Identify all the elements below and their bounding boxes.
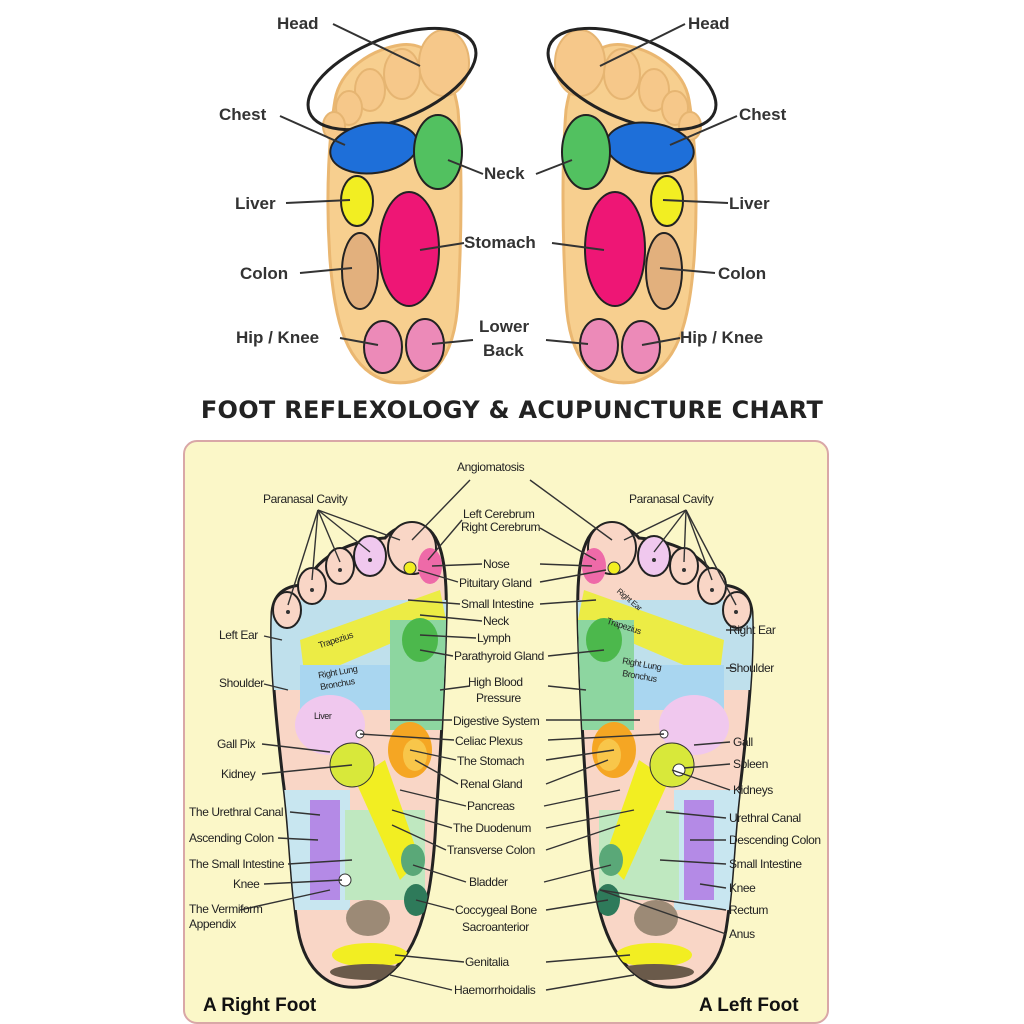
label-coccygeal-2: Sacroanterior bbox=[462, 920, 529, 934]
label-head-right: Head bbox=[688, 14, 730, 33]
label-paranasal-left: Paranasal Cavity bbox=[629, 492, 714, 506]
label-liver-left: Liver bbox=[235, 194, 276, 213]
label-rectum: Rectum bbox=[729, 903, 768, 917]
label-renal: Renal Gland bbox=[460, 777, 523, 791]
label-nose: Nose bbox=[483, 557, 510, 571]
label-duodenum: The Duodenum bbox=[453, 821, 531, 835]
label-anus: Anus bbox=[729, 927, 755, 941]
label-neck: Neck bbox=[484, 164, 525, 183]
label-vermiform-2: Appendix bbox=[189, 917, 236, 931]
label-angiomatosis: Angiomatosis bbox=[457, 460, 525, 474]
top-right-foot bbox=[546, 26, 718, 385]
label-head-left: Head bbox=[277, 14, 319, 33]
bottom-left-foot bbox=[576, 521, 754, 989]
label-descending-colon: Descending Colon bbox=[729, 833, 821, 847]
head-zone bbox=[306, 26, 478, 132]
label-chest-right: Chest bbox=[739, 105, 787, 124]
label-left-ear: Left Ear bbox=[219, 628, 258, 642]
label-colon-left: Colon bbox=[240, 264, 289, 283]
label-knee-right-foot: Knee bbox=[233, 877, 260, 891]
colon-zone bbox=[341, 232, 379, 310]
bottom-right-foot bbox=[270, 521, 448, 989]
label-small-intestine-top: Small Intestine bbox=[461, 597, 534, 611]
label-stomach-bottom: The Stomach bbox=[457, 754, 524, 768]
label-vermiform-1: The Vermiform bbox=[189, 902, 263, 916]
label-lymph: Lymph bbox=[477, 631, 511, 645]
label-paranasal-right: Paranasal Cavity bbox=[263, 492, 348, 506]
label-kidneys: Kidneys bbox=[733, 783, 773, 797]
hip-knee-zone bbox=[363, 320, 403, 374]
label-spleen: Spleen bbox=[733, 757, 768, 771]
label-small-intestine-right-foot: The Small Intestine bbox=[189, 857, 285, 871]
top-leader-lines bbox=[279, 23, 738, 346]
top-left-foot bbox=[306, 26, 478, 385]
lower-back-zone bbox=[405, 318, 445, 372]
label-kidney: Kidney bbox=[221, 767, 256, 781]
label-parathyroid: Parathyroid Gland bbox=[454, 649, 544, 663]
bottom-leader-lines bbox=[239, 479, 742, 991]
label-transverse: Transverse Colon bbox=[447, 843, 535, 857]
label-colon-right: Colon bbox=[718, 264, 767, 283]
label-gall-pix: Gall Pix bbox=[217, 737, 256, 751]
label-genitalia: Genitalia bbox=[465, 955, 509, 969]
label-neck-bottom: Neck bbox=[483, 614, 509, 628]
left-foot-caption: A Left Foot bbox=[699, 995, 799, 1016]
label-coccygeal-1: Coccygeal Bone bbox=[455, 903, 537, 917]
right-foot-caption: A Right Foot bbox=[203, 995, 317, 1016]
label-haemorrhoidalis: Haemorrhoidalis bbox=[454, 983, 536, 997]
chart-title: FOOT REFLEXOLOGY & ACUPUNCTURE CHART bbox=[200, 396, 824, 424]
label-celiac: Celiac Plexus bbox=[455, 734, 523, 748]
label-small-intestine-left-foot: Small Intestine bbox=[729, 857, 802, 871]
neck-zone bbox=[413, 114, 463, 190]
label-pancreas: Pancreas bbox=[467, 799, 515, 813]
label-chest-left: Chest bbox=[219, 105, 267, 124]
label-hip-knee-left: Hip / Knee bbox=[236, 328, 320, 347]
label-liver-right: Liver bbox=[729, 194, 770, 213]
label-right-cerebrum: Right Cerebrum bbox=[461, 520, 541, 534]
label-lower-back-2: Back bbox=[483, 341, 524, 360]
label-bladder: Bladder bbox=[469, 875, 508, 889]
label-urethral-right-foot: The Urethral Canal bbox=[189, 805, 284, 819]
label-right-ear: Right Ear bbox=[729, 623, 776, 637]
label-stomach: Stomach bbox=[464, 233, 536, 252]
label-left-cerebrum: Left Cerebrum bbox=[463, 507, 535, 521]
label-pituitary: Pituitary Gland bbox=[459, 576, 532, 590]
label-liver-inner: Liver bbox=[314, 711, 332, 721]
label-digestive: Digestive System bbox=[453, 714, 540, 728]
label-lower-back-1: Lower bbox=[479, 317, 530, 336]
label-gall: Gall bbox=[733, 735, 753, 749]
label-urethral-left-foot: Urethral Canal bbox=[729, 811, 801, 825]
stomach-zone bbox=[378, 191, 440, 307]
label-high-bp-1: High Blood bbox=[468, 675, 523, 689]
label-shoulder-right-foot: Shoulder bbox=[219, 676, 264, 690]
label-hip-knee-right: Hip / Knee bbox=[680, 328, 764, 347]
label-ascending-colon: Ascending Colon bbox=[189, 831, 274, 845]
label-high-bp-2: Pressure bbox=[476, 691, 521, 705]
label-shoulder-left-foot: Shoulder bbox=[729, 661, 774, 675]
label-knee-left-foot: Knee bbox=[729, 881, 756, 895]
